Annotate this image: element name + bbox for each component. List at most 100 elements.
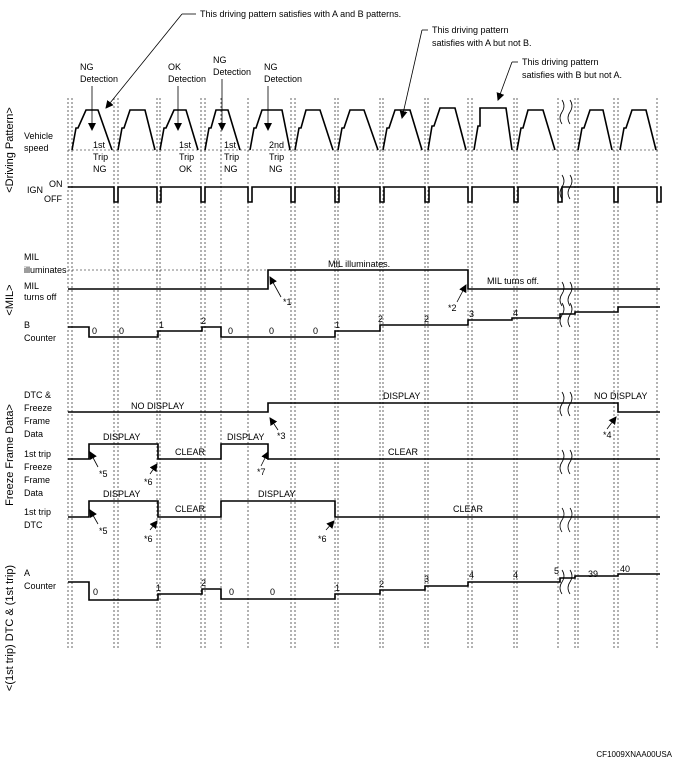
ftd-clear-state-2: CLEAR: [453, 504, 484, 514]
note-7: *7: [257, 467, 266, 477]
row-label-ign: IGN: [27, 185, 43, 195]
trip-4-line2: Trip: [269, 152, 284, 162]
row-label-mil-illuminates: MIL: [24, 252, 39, 262]
b-counter-value-12: 4: [513, 308, 518, 318]
row-label-a: A: [24, 568, 30, 578]
vehicle-speed-trip-pulse: [427, 107, 467, 151]
a-counter-value-4: 0: [229, 587, 234, 597]
detection-ng-1-label: Detection: [80, 74, 118, 84]
fft-clear-state-2: CLEAR: [388, 447, 419, 457]
a-counter-value-2: 1: [156, 583, 161, 593]
fft-display-state-2: DISPLAY: [227, 432, 264, 442]
trip-4-line1: 2nd: [269, 140, 284, 150]
row-label-b-counter: Counter: [24, 333, 56, 343]
note-2: *2: [448, 303, 457, 313]
vehicle-speed-trace: [71, 107, 657, 151]
a-counter-value-3: 2: [201, 578, 206, 588]
detection-ng-3: NG: [264, 62, 278, 72]
note-6a: *6: [144, 477, 153, 487]
trip-4-line3: NG: [269, 164, 283, 174]
annotation-a-not-b-line2: satisfies with A but not B.: [432, 38, 532, 48]
note-6b: *6: [144, 534, 153, 544]
note-6b-arrow: [149, 520, 158, 531]
ftd-display-state: DISPLAY: [103, 489, 140, 499]
note-7-arrow: [260, 451, 269, 467]
row-label-mil-turns-off: MIL: [24, 281, 39, 291]
group-label-freeze-frame-data: Freeze Frame Data>: [4, 404, 16, 506]
note-1-arrow: [269, 276, 282, 298]
annotation-both-patterns: This driving pattern satisfies with A an…: [200, 9, 401, 19]
trip-3-line3: NG: [224, 164, 238, 174]
a-counter-trace: [68, 573, 660, 601]
detection-ok: OK: [168, 62, 181, 72]
note-5b: *5: [99, 526, 108, 536]
vehicle-speed-trip-pulse: [473, 107, 513, 151]
trip-1-line1: 1st: [93, 140, 106, 150]
b-counter-value-5: 0: [228, 326, 233, 336]
row-label-first-trip-dtc: 1st trip: [24, 507, 51, 517]
trip-1-line2: Trip: [93, 152, 108, 162]
a-counter-value-10: 4: [513, 570, 518, 580]
vehicle-speed-trip-pulse: [71, 109, 113, 151]
annotation-a-not-b-line1: This driving pattern: [432, 25, 509, 35]
note-4: *4: [603, 430, 612, 440]
vehicle-speed-trip-pulse: [249, 109, 291, 151]
annotation-b-not-a-line2: satisfies with B but not A.: [522, 70, 622, 80]
annotation-b-not-a-arrow: [496, 61, 513, 101]
a-counter-value-8: 3: [424, 574, 429, 584]
b-counter-value-11: 3: [469, 309, 474, 319]
first-trip-dtc-trace: [68, 500, 660, 518]
note-1: *1: [283, 297, 292, 307]
b-counter-value-7: 0: [313, 326, 318, 336]
ign-on-off-trace: [68, 186, 662, 203]
group-label-driving-pattern: <Driving Pattern>: [4, 107, 16, 193]
row-label-first-trip-freeze-2: Freeze: [24, 462, 52, 472]
b-counter-value-10: 2: [424, 314, 429, 324]
trip-3-line1: 1st: [224, 140, 237, 150]
a-counter-value-9: 4: [469, 570, 474, 580]
annotation-b-not-a-line1: This driving pattern: [522, 57, 599, 67]
detection-ng-2: NG: [213, 55, 227, 65]
annotation-both-arrow: [105, 13, 183, 109]
row-label-mil-illuminates-2: illuminates: [24, 265, 67, 275]
note-4-arrow: [606, 416, 617, 430]
detection-ng-3-label: Detection: [264, 74, 302, 84]
detection-ng-2-label: Detection: [213, 67, 251, 77]
mil-trace: [68, 269, 660, 290]
note-5a-arrow: [89, 451, 99, 468]
vehicle-speed-trip-pulse: [159, 109, 199, 151]
ign-on-label: ON: [49, 179, 63, 189]
a-counter-value-1: 0: [93, 587, 98, 597]
detection-ok-label: Detection: [168, 74, 206, 84]
ign-trace: [68, 186, 662, 203]
group-label-mil: <MIL>: [4, 284, 16, 315]
row-label-first-trip-data: Data: [24, 488, 43, 498]
cycle-boundary-lines: [67, 98, 658, 650]
trip-2-line1: 1st: [179, 140, 192, 150]
trip-2-line3: OK: [179, 164, 192, 174]
a-counter-value-7: 2: [379, 579, 384, 589]
b-counter-value-2: 0: [119, 326, 124, 336]
time-break-marks: [559, 99, 573, 595]
note-6a-arrow: [149, 463, 158, 475]
vehicle-speed-trip-pulse: [294, 109, 334, 151]
b-counter-value-1: 0: [92, 326, 97, 336]
row-label-first-trip-dtc-2: DTC: [24, 520, 43, 530]
a-counter-value-13: 40: [620, 564, 630, 574]
note-5a: *5: [99, 469, 108, 479]
note-2-arrow: [456, 284, 467, 303]
ftd-clear-state: CLEAR: [175, 504, 206, 514]
b-counter-value-9: 2: [378, 314, 383, 324]
row-label-mil-turns-off-2: turns off: [24, 292, 57, 302]
note-3-arrow: [269, 417, 279, 431]
b-counter-value-6: 0: [269, 326, 274, 336]
vehicle-speed-trip-pulse: [516, 109, 556, 151]
mil-turns-off-state: MIL turns off.: [487, 276, 539, 286]
row-label-dtc: DTC &: [24, 390, 51, 400]
dtc-no-display-state-2: NO DISPLAY: [594, 391, 647, 401]
group-label-dtc: <(1st trip) DTC & (1st trip): [4, 565, 16, 691]
b-counter-value-3: 1: [159, 320, 164, 330]
a-counter-value-5: 0: [270, 587, 275, 597]
dtc-freeze-frame-trace: [68, 402, 660, 413]
